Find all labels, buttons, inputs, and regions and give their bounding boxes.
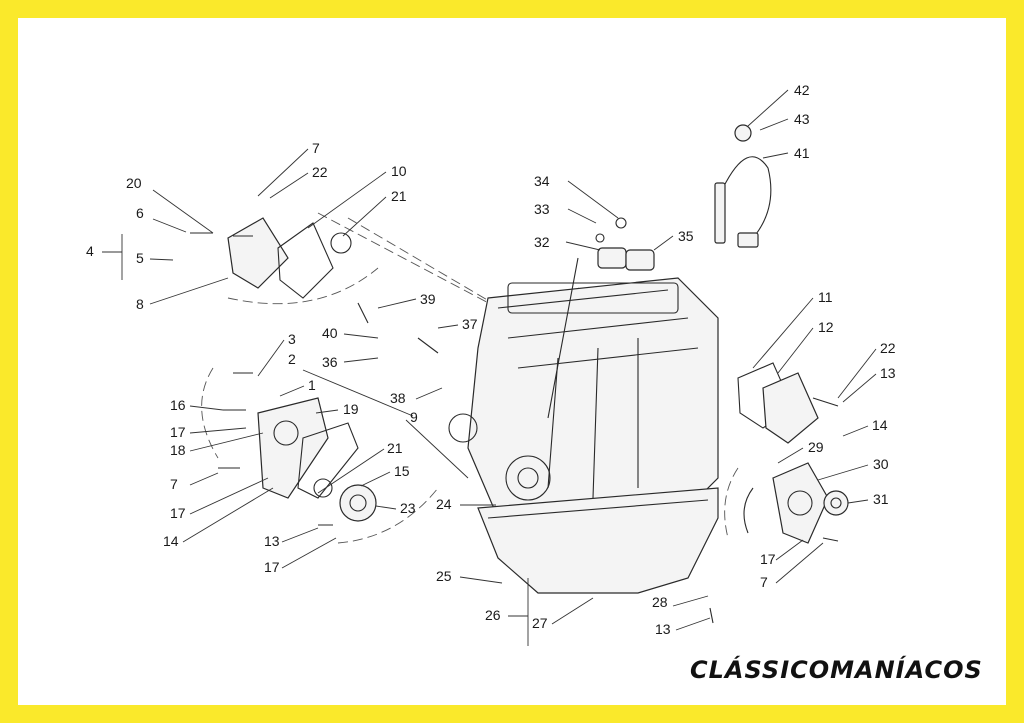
callout-label: 40 (322, 325, 338, 341)
callout-label: 31 (873, 491, 889, 507)
bolts (190, 232, 839, 624)
callout-label: 17 (170, 505, 186, 521)
callout-label: 5 (136, 250, 144, 266)
group-arc (317, 212, 499, 309)
callout-label: 22 (312, 164, 328, 180)
callout-label: 21 (387, 440, 403, 456)
callout-label: 6 (136, 205, 144, 221)
pulley-hub (313, 478, 377, 522)
engine-block-exploded-diagram (190, 124, 849, 624)
callout-label: 33 (534, 201, 550, 217)
callout-label: 35 (678, 228, 694, 244)
callout-label: 16 (170, 397, 186, 413)
callout-label: 1 (308, 377, 316, 393)
small-parts-top (595, 217, 655, 271)
callout-label: 9 (410, 409, 418, 425)
callout-label: 7 (760, 574, 768, 590)
callout-label: 19 (343, 401, 359, 417)
callout-label: 15 (394, 463, 410, 479)
callout-label: 13 (655, 621, 671, 637)
callout-label: 3 (288, 331, 296, 347)
callout-layer: 42 43 41 34 33 32 35 7 22 20 10 21 6 4 5… (86, 82, 896, 646)
callout-label: 4 (86, 243, 94, 259)
callout-label: 13 (264, 533, 280, 549)
callout-label: 38 (390, 390, 406, 406)
callout-label: 27 (532, 615, 548, 631)
callout-label: 7 (312, 140, 320, 156)
callout-label: 17 (170, 424, 186, 440)
callout-label: 24 (436, 496, 452, 512)
callout-label: 21 (391, 188, 407, 204)
rear-cover-plate (737, 362, 819, 444)
callout-label: 2 (288, 351, 296, 367)
callout-label: 43 (794, 111, 810, 127)
timing-cover-inner (297, 422, 359, 499)
group-arc (724, 467, 739, 539)
callout-label: 34 (534, 173, 550, 189)
callout-label: 25 (436, 568, 452, 584)
group-arc (227, 267, 379, 305)
callout-label: 23 (400, 500, 416, 516)
callout-label: 12 (818, 319, 834, 335)
brand-watermark: CLÁSSICOMANÍACOS (690, 656, 983, 684)
callout-label: 26 (485, 607, 501, 623)
callout-label: 10 (391, 163, 407, 179)
callout-label: 7 (170, 476, 178, 492)
callout-label: 41 (794, 145, 810, 161)
callout-label: 30 (873, 456, 889, 472)
group-arc (347, 217, 519, 319)
callout-label: 17 (264, 559, 280, 575)
callout-label: 28 (652, 594, 668, 610)
group-arc (201, 367, 219, 459)
callout-label: 32 (534, 234, 550, 250)
callout-label: 14 (163, 533, 179, 549)
callout-label: 13 (880, 365, 896, 381)
oil-pan (477, 487, 719, 594)
callout-label: 37 (462, 316, 478, 332)
sensor-cable (714, 124, 772, 248)
engine-block (448, 257, 719, 539)
callout-label: 36 (322, 354, 338, 370)
callout-label: 39 (420, 291, 436, 307)
callout-label: 11 (818, 289, 833, 305)
diagram-frame: 42 43 41 34 33 32 35 7 22 20 10 21 6 4 5… (18, 18, 1006, 705)
callout-label: 14 (872, 417, 888, 433)
callout-label: 22 (880, 340, 896, 356)
callout-label: 29 (808, 439, 824, 455)
callout-label: 42 (794, 82, 810, 98)
rear-seal-housing (743, 462, 849, 544)
callout-label: 20 (126, 175, 142, 191)
callout-label: 18 (170, 442, 186, 458)
timing-cover-left (257, 397, 329, 499)
callout-label: 17 (760, 551, 776, 567)
callout-label: 8 (136, 296, 144, 312)
